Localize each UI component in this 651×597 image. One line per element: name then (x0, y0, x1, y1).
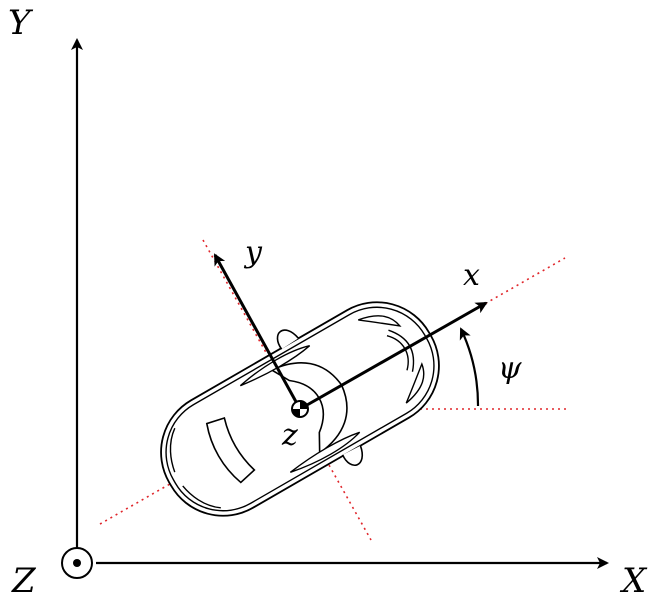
body-y-axis (213, 253, 302, 410)
center-of-gravity-icon (291, 400, 309, 418)
z-out-of-page-icon (61, 547, 93, 579)
body-x-label: x (463, 258, 480, 293)
body-x-axis (299, 301, 488, 411)
yaw-arc (459, 327, 480, 407)
body-y-label: y (243, 235, 263, 270)
body-z-label: z (281, 418, 298, 453)
global-x-label: X (619, 561, 648, 597)
yaw-angle-label: ψ (498, 351, 522, 386)
global-y-label: Y (8, 3, 34, 43)
global-z-label: Z (11, 561, 37, 597)
